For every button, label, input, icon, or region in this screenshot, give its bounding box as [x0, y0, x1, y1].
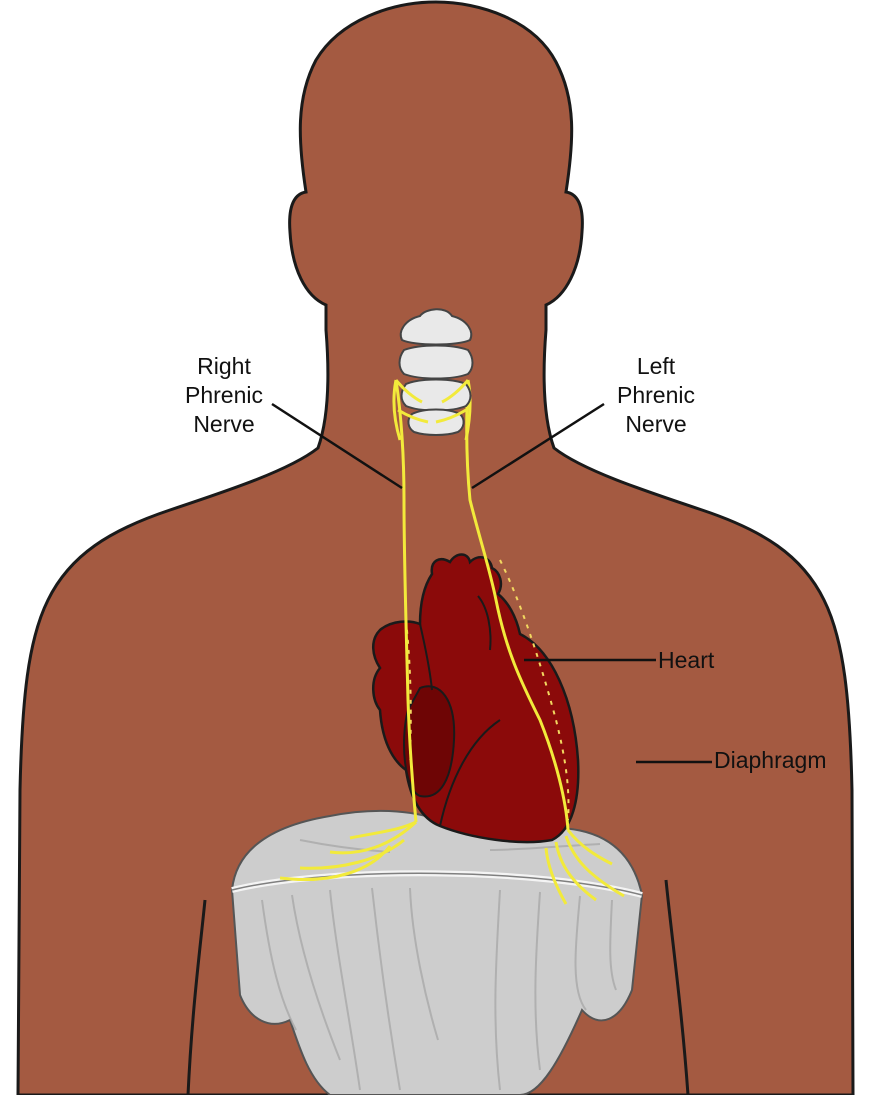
diaphragm-label: Diaphragm [714, 746, 827, 775]
right-phrenic-label-line-2: Phrenic [172, 381, 276, 410]
left-phrenic-label-line-1: Left [604, 352, 708, 381]
right-phrenic-label-line-3: Nerve [172, 410, 276, 439]
right-phrenic-label-line-1: Right [172, 352, 276, 381]
left-phrenic-label-line-3: Nerve [604, 410, 708, 439]
left-phrenic-label-line-2: Phrenic [604, 381, 708, 410]
left-phrenic-nerve-label: Left Phrenic Nerve [604, 352, 708, 439]
heart-label: Heart [658, 646, 714, 675]
right-phrenic-nerve-label: Right Phrenic Nerve [172, 352, 276, 439]
